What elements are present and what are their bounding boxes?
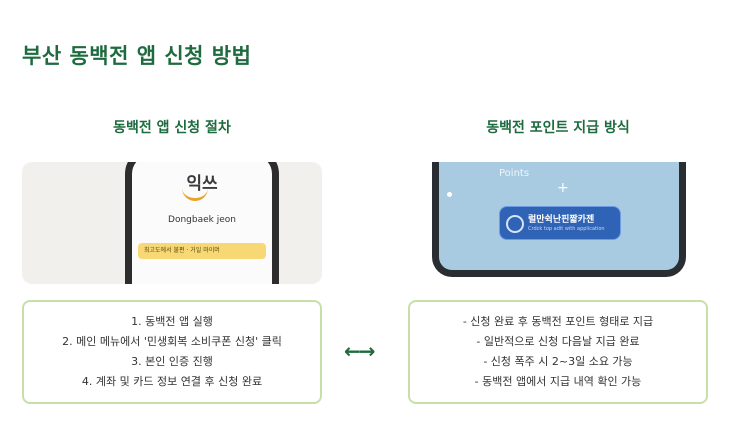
payment-method-box: - 신청 완료 후 동백전 포인트 형태로 지급 - 일반적으로 신청 다음날 … bbox=[408, 300, 708, 404]
plus-icon: + bbox=[557, 180, 569, 196]
phone-mockup: Points + 럴만쉭난핀짧카젠 Crdck top adit with ap… bbox=[432, 162, 686, 277]
detail-item: - 일반적으로 신청 다음날 지급 완료 bbox=[476, 335, 640, 348]
steps-box: 1. 동백전 앱 실행 2. 메인 메뉴에서 '민생회복 소비쿠폰 신청' 클릭… bbox=[22, 300, 322, 404]
points-label: Points bbox=[499, 168, 530, 179]
pill-title: 럴만쉭난핀짧카젠 bbox=[528, 215, 595, 225]
step-item: 4. 계좌 및 카드 정보 연결 후 신청 완료 bbox=[81, 375, 263, 388]
right-column-heading: 동백전 포인트 지급 방식 bbox=[486, 120, 630, 136]
app-card-pill: 럴만쉭난핀짧카젠 Crdck top adit with application bbox=[499, 206, 621, 240]
step-item: 2. 메인 메뉴에서 '민생회복 소비쿠폰 신청' 클릭 bbox=[62, 335, 282, 348]
detail-item: - 동백전 앱에서 지급 내역 확인 가능 bbox=[474, 375, 642, 388]
app-banner: 최고도에서 불편 · 거일 마이머 bbox=[138, 243, 266, 259]
smile-icon bbox=[182, 188, 208, 201]
page-title: 부산 동백전 앱 신청 방법 bbox=[22, 44, 252, 68]
user-icon bbox=[506, 215, 524, 233]
pill-subtitle: Crdck top adit with application bbox=[528, 226, 605, 232]
left-column-heading: 동백전 앱 신청 절차 bbox=[113, 120, 231, 136]
bidirectional-arrow-icon: ←→ bbox=[344, 339, 375, 363]
app-launch-image: 익쓰 Dongbaek jeon 최고도에서 불편 · 거일 마이머 bbox=[22, 162, 322, 284]
step-item: 3. 본인 인증 진행 bbox=[131, 355, 213, 368]
step-item: 1. 동백전 앱 실행 bbox=[131, 315, 213, 328]
camera-dot bbox=[447, 192, 452, 197]
detail-item: - 신청 완료 후 동백전 포인트 형태로 지급 bbox=[462, 315, 654, 328]
app-name: Dongbaek jeon bbox=[168, 215, 236, 225]
points-app-image: Points + 럴만쉭난핀짧카젠 Crdck top adit with ap… bbox=[432, 162, 686, 284]
detail-item: - 신청 폭주 시 2~3일 소요 가능 bbox=[483, 355, 633, 368]
phone-mockup: 익쓰 Dongbaek jeon 최고도에서 불편 · 거일 마이머 bbox=[125, 162, 279, 284]
